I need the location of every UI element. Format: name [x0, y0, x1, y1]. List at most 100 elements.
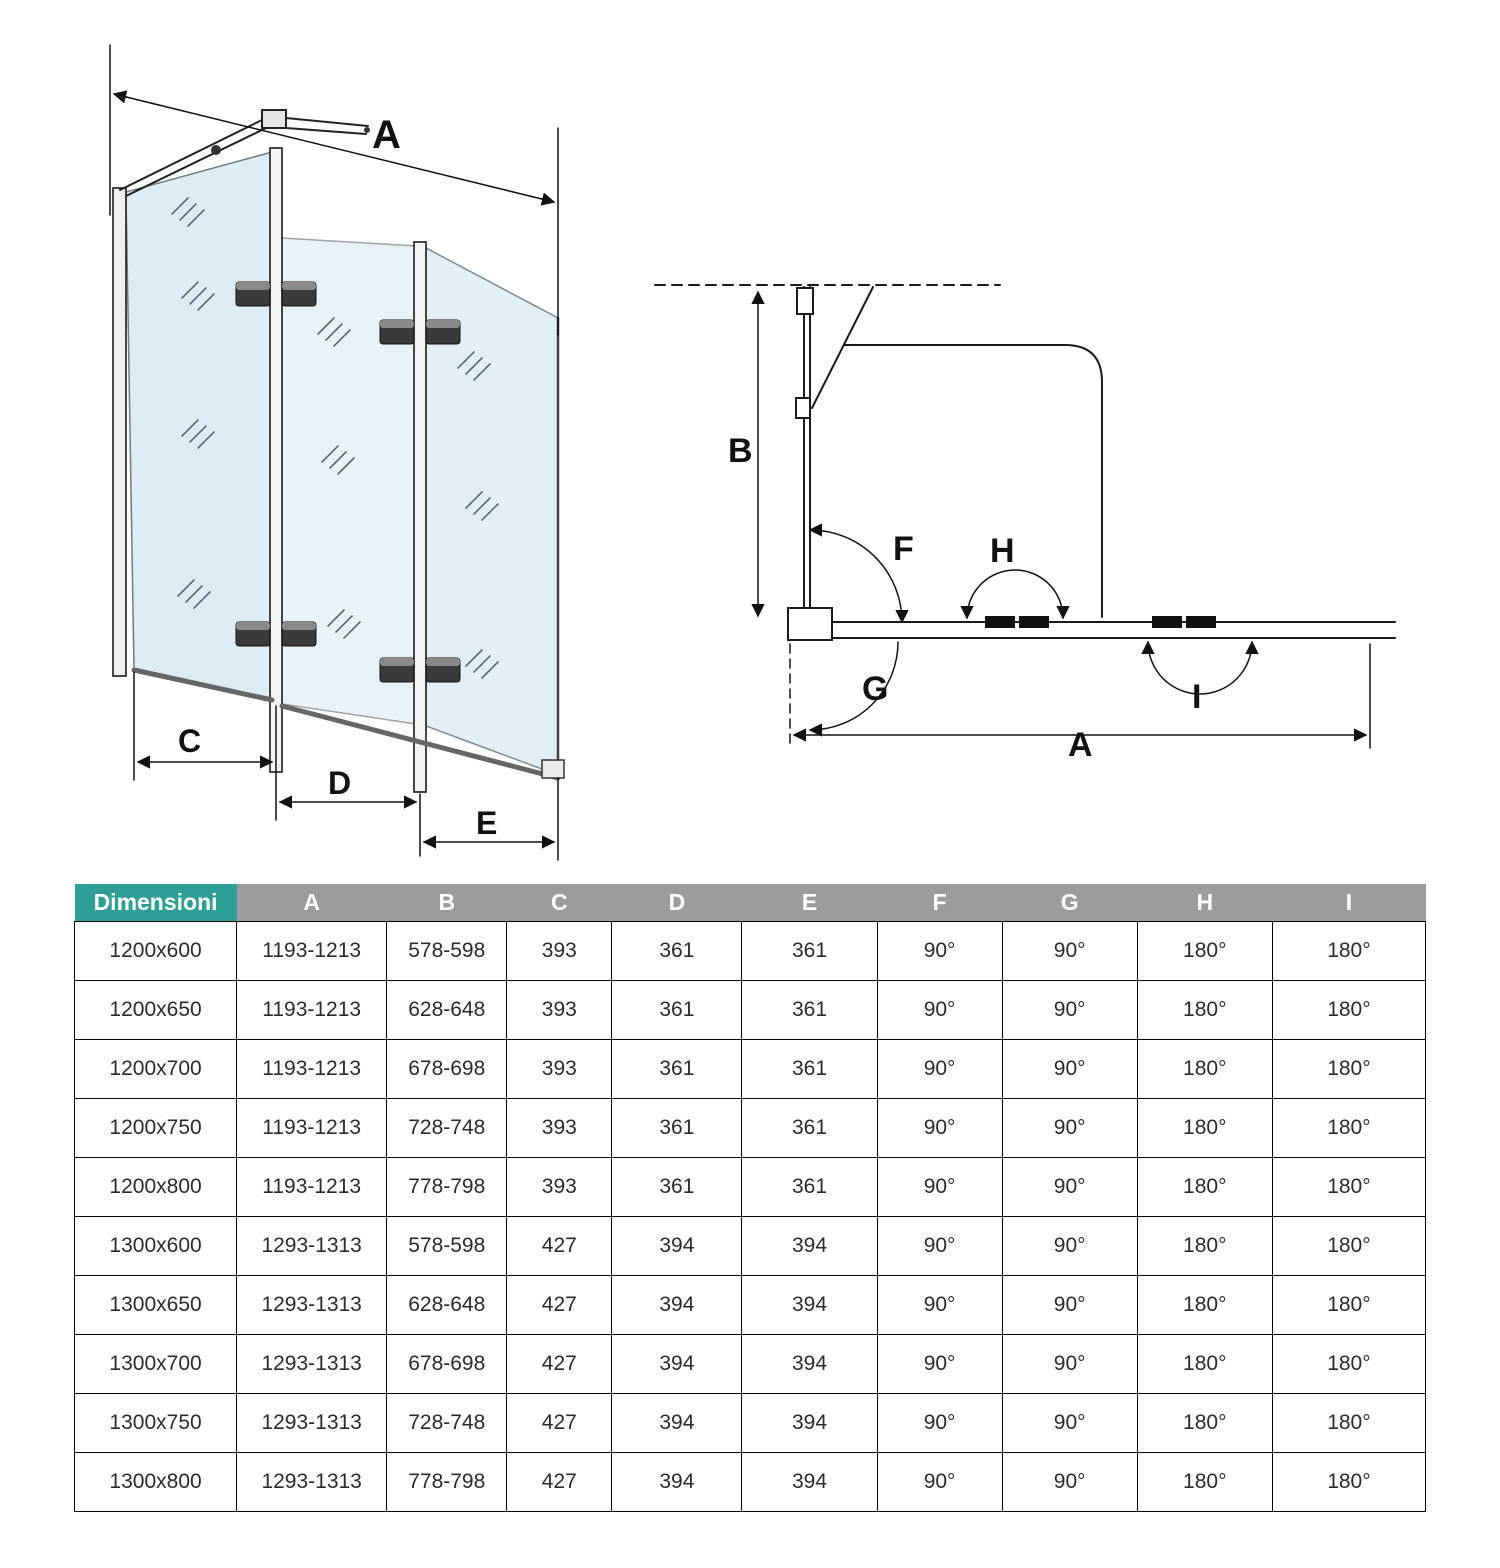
- row-value: 394: [611, 1274, 743, 1335]
- dim-label-g: G: [862, 670, 888, 708]
- row-value: 394: [741, 1274, 878, 1335]
- row-value: 180°: [1271, 1274, 1427, 1335]
- table-header-col-h: H: [1137, 884, 1273, 921]
- row-value: 180°: [1136, 1038, 1273, 1099]
- table-header-dimensioni: Dimensioni: [74, 884, 237, 921]
- row-value: 427: [506, 1392, 613, 1453]
- row-value: 90°: [876, 1097, 1003, 1158]
- row-value: 90°: [876, 920, 1003, 981]
- row-value: 361: [741, 979, 878, 1040]
- row-value: 180°: [1136, 1097, 1273, 1158]
- bottom-rails: [131, 667, 565, 781]
- row-value: 180°: [1136, 920, 1273, 981]
- row-value: 180°: [1136, 1215, 1273, 1276]
- row-value: 180°: [1271, 979, 1427, 1040]
- row-value: 180°: [1136, 1274, 1273, 1335]
- row-value: 1293-1313: [236, 1392, 388, 1453]
- row-value: 90°: [876, 1274, 1003, 1335]
- plan-structure: [654, 284, 1396, 641]
- table-header-col-g: G: [1002, 884, 1138, 921]
- row-value: 394: [741, 1333, 878, 1394]
- dim-label-h: H: [990, 532, 1015, 570]
- row-value: 678-698: [386, 1038, 508, 1099]
- row-value: 394: [611, 1215, 743, 1276]
- row-size: 1200x800: [73, 1156, 238, 1217]
- row-value: 90°: [1001, 979, 1138, 1040]
- row-value: 361: [741, 920, 878, 981]
- row-value: 90°: [1001, 1333, 1138, 1394]
- row-value: 90°: [876, 1038, 1003, 1099]
- row-value: 90°: [876, 1392, 1003, 1453]
- row-value: 90°: [876, 1156, 1003, 1217]
- row-value: 90°: [1001, 1392, 1138, 1453]
- row-value: 427: [506, 1451, 613, 1512]
- row-value: 90°: [1001, 1451, 1138, 1512]
- row-value: 361: [611, 920, 743, 981]
- row-value: 361: [741, 1038, 878, 1099]
- row-value: 361: [741, 1156, 878, 1217]
- folding-glass-panel-1: [281, 237, 417, 725]
- row-value: 361: [611, 1097, 743, 1158]
- dim-label-a-front: A: [372, 113, 401, 157]
- hinges: [235, 281, 461, 683]
- wall-profile-bar: [112, 187, 127, 677]
- row-value: 90°: [1001, 1038, 1138, 1099]
- row-value: 180°: [1271, 1038, 1427, 1099]
- row-value: 90°: [1001, 1097, 1138, 1158]
- row-value: 427: [506, 1333, 613, 1394]
- hinge: [379, 319, 461, 345]
- divider-bar-2: [413, 241, 427, 793]
- row-value: 728-748: [386, 1097, 508, 1158]
- row-value: 578-598: [386, 1215, 508, 1276]
- row-value: 180°: [1271, 1333, 1427, 1394]
- dim-label-d: D: [328, 765, 351, 801]
- row-value: 361: [611, 1156, 743, 1217]
- row-value: 393: [506, 1097, 613, 1158]
- row-size: 1300x700: [73, 1333, 238, 1394]
- row-value: 778-798: [386, 1156, 508, 1217]
- row-size: 1200x750: [73, 1097, 238, 1158]
- row-value: 1193-1213: [236, 979, 388, 1040]
- dim-label-a-plan: A: [1068, 726, 1093, 764]
- row-value: 90°: [876, 979, 1003, 1040]
- row-size: 1300x600: [73, 1215, 238, 1276]
- row-value: 180°: [1136, 1451, 1273, 1512]
- row-value: 90°: [1001, 1215, 1138, 1276]
- hinge: [235, 281, 317, 307]
- row-size: 1200x600: [73, 920, 238, 981]
- row-size: 1300x750: [73, 1392, 238, 1453]
- row-value: 393: [506, 1156, 613, 1217]
- table-header-col-b: B: [386, 884, 507, 921]
- dim-label-c: C: [178, 723, 201, 759]
- row-value: 180°: [1271, 920, 1427, 981]
- row-size: 1300x650: [73, 1274, 238, 1335]
- row-value: 180°: [1271, 1097, 1427, 1158]
- row-value: 394: [741, 1215, 878, 1276]
- row-value: 393: [506, 920, 613, 981]
- table-header-col-a: A: [236, 884, 387, 921]
- dim-label-e: E: [476, 805, 497, 841]
- row-value: 394: [611, 1392, 743, 1453]
- hinge: [379, 657, 461, 683]
- row-value: 427: [506, 1274, 613, 1335]
- row-value: 578-598: [386, 920, 508, 981]
- row-value: 1293-1313: [236, 1215, 388, 1276]
- row-size: 1300x800: [73, 1451, 238, 1512]
- table-header-col-f: F: [877, 884, 1003, 921]
- row-value: 180°: [1271, 1392, 1427, 1453]
- row-value: 1293-1313: [236, 1274, 388, 1335]
- front-dimensions: [109, 44, 559, 861]
- hinge: [235, 621, 317, 647]
- row-value: 180°: [1136, 1156, 1273, 1217]
- row-value: 778-798: [386, 1451, 508, 1512]
- row-value: 1193-1213: [236, 1038, 388, 1099]
